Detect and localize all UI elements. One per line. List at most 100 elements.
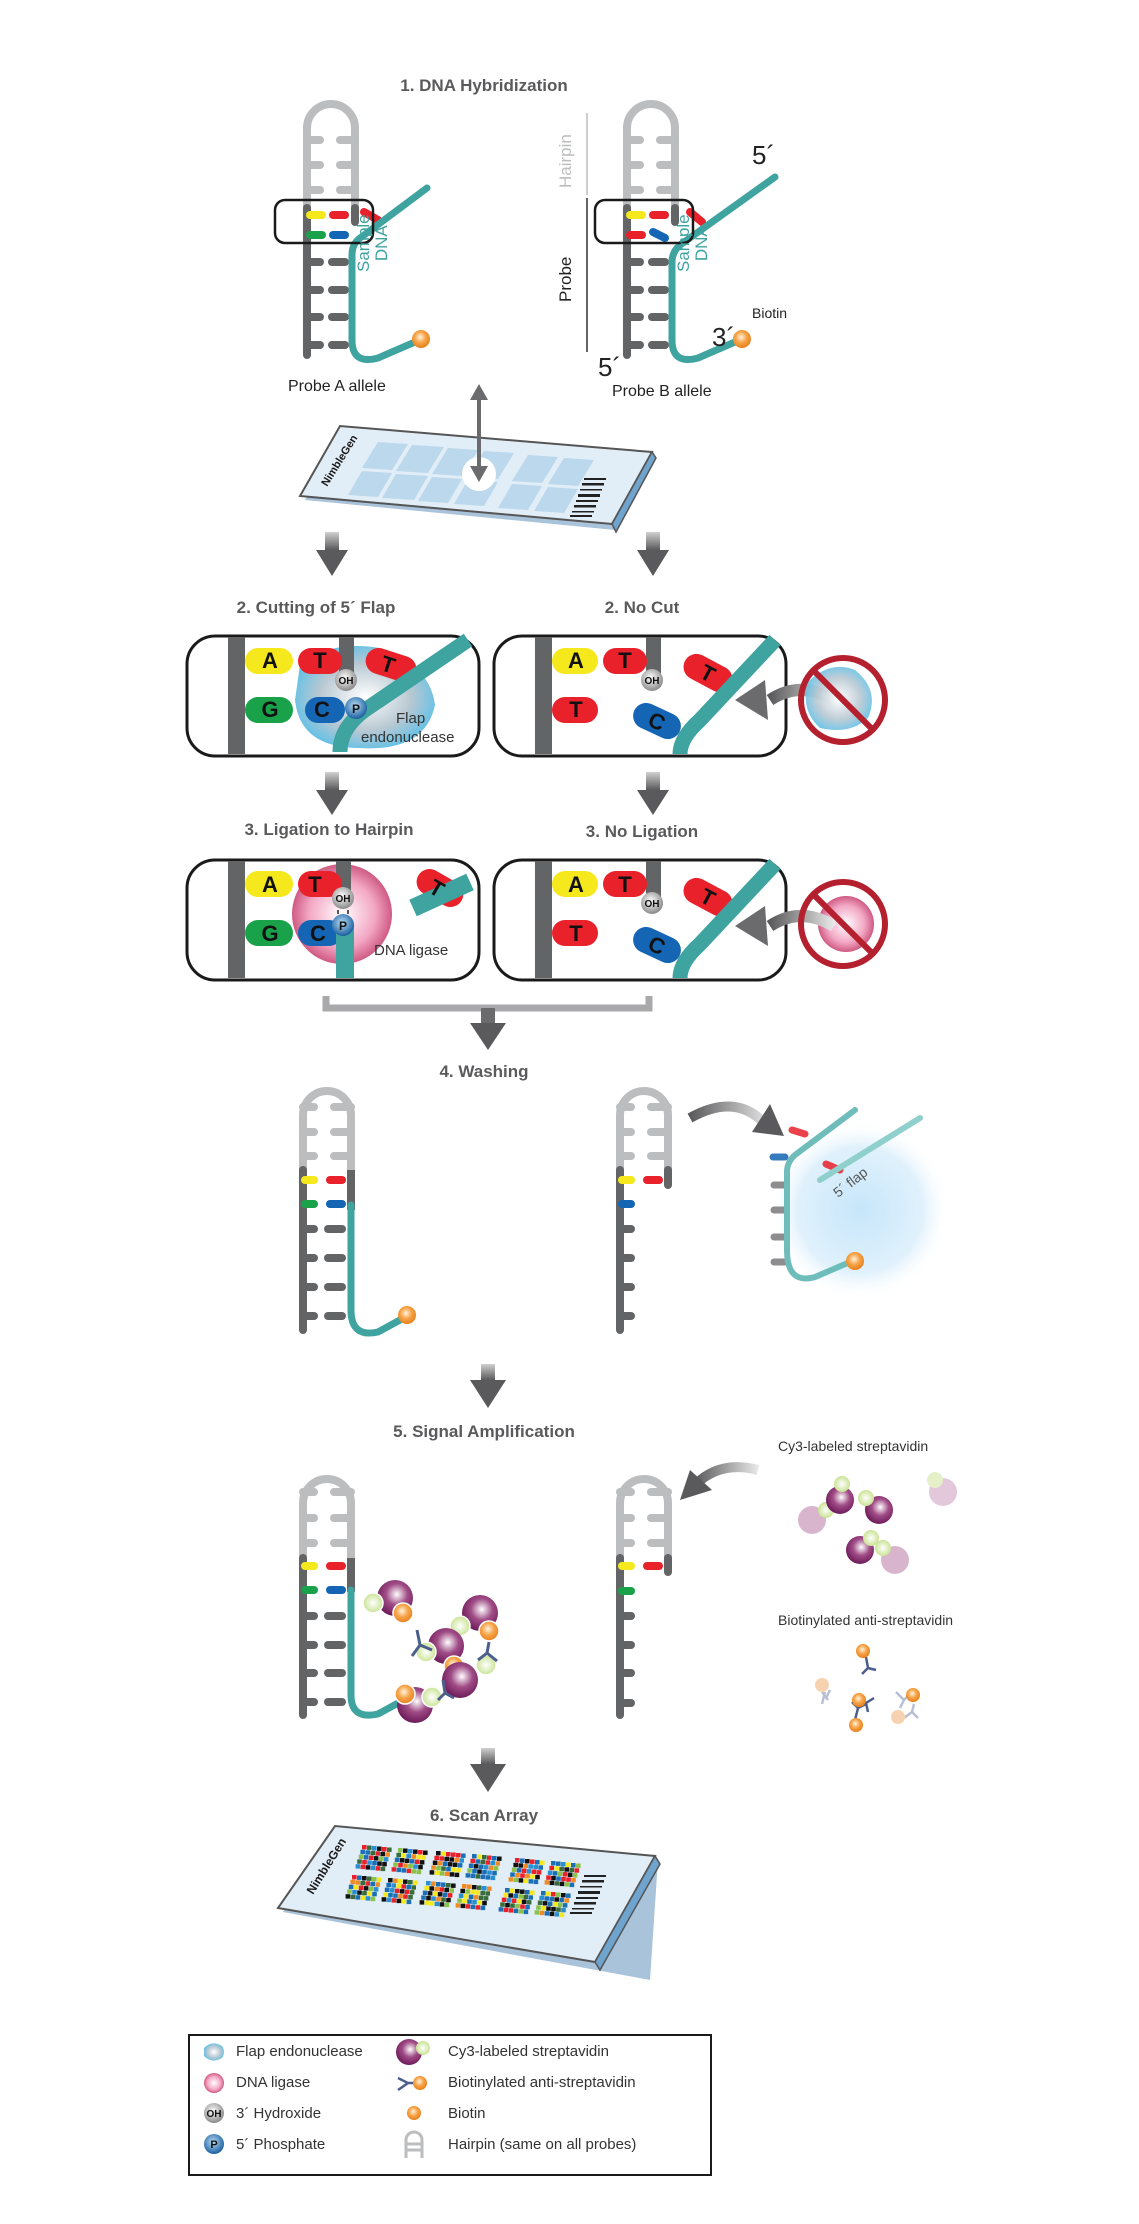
array-spot [515,1903,520,1909]
hairpin-label: Hairpin [556,134,575,188]
array-spot [403,1848,408,1853]
array-spot [482,1869,487,1875]
array-spot [530,1874,535,1879]
array-spot [480,1859,485,1865]
array-spot [432,1891,438,1896]
array-spot [413,1849,418,1854]
flow-arrow [316,532,669,576]
array-spot [403,1879,408,1884]
array-spot [362,1890,367,1896]
array-spot [393,1893,398,1898]
array-spot [370,1865,376,1871]
base-label: C [310,921,326,946]
array-spot [523,1863,528,1869]
array-spot [393,1862,398,1867]
array-spot [441,1851,446,1856]
dna-ligase-label: DNA ligase [374,942,449,959]
array-spot [554,1866,559,1871]
array-spot [437,1892,443,1897]
array-spot [551,1906,556,1912]
step-title: 2. No Cut [604,598,680,617]
array-spot [418,1850,423,1855]
array-spot [454,1872,460,1878]
array-spot [378,1856,384,1861]
array-spot [357,1875,362,1880]
biotin-icon [407,2106,421,2120]
step-title: 4. Washing [439,1062,529,1081]
biotin-icon [412,330,430,348]
array-spot [539,1895,544,1901]
step-title: 3. No Ligation [585,822,699,841]
array-spot [551,1875,556,1881]
array-spot [365,1896,371,1901]
array-spot [508,1877,514,1882]
array-spot [508,1893,513,1898]
array-spot [525,1904,530,1910]
array-spot [488,1865,494,1870]
array-spot [377,1861,382,1866]
array-spot [431,1881,436,1886]
no-cut-panel [492,634,888,758]
array-spot [528,1895,533,1900]
array-spot [436,1896,441,1902]
legend-item: Hairpin (same on all probes) [448,2136,637,2153]
array-spot [431,1865,436,1870]
five-prime-label: 5´ [598,352,622,382]
array-spot [406,1884,411,1890]
array-spot [373,1856,379,1861]
snp-highlight-box [273,198,375,245]
array-spot [549,1896,554,1902]
array-spot [408,1880,413,1885]
array-spot [536,1870,542,1875]
step-title: 5. Signal Amplification [393,1422,575,1441]
array-spot [396,1883,401,1889]
array-spot [559,1897,564,1903]
array-spot [492,1856,497,1861]
array-spot [444,1856,449,1862]
array-spot [544,1880,550,1885]
array-spot [436,1851,441,1856]
array-spot [535,1860,540,1865]
array-spot [419,1900,425,1905]
array-spot [383,1857,389,1862]
array-spot [391,1883,396,1888]
array-spot [358,1885,364,1890]
array-spot [388,1892,393,1898]
array-spot [510,1888,515,1893]
array-spot [360,1880,365,1886]
array-spot [355,1895,361,1900]
array-spot [523,1909,529,1915]
array-spot [521,1899,527,1904]
array-spot [465,1889,470,1894]
array-spot [525,1890,530,1895]
array-spots [345,1845,581,1918]
array-spot [477,1869,482,1874]
array-spot [492,1870,497,1876]
array-spot [513,1862,518,1868]
base-label: G [261,921,278,946]
array-spot [414,1859,420,1864]
array-spot [470,1889,475,1895]
array-spot [477,1885,482,1890]
array-spot [411,1869,417,1874]
array-spot [458,1893,464,1898]
array-spot [350,1894,356,1900]
array-spot [439,1856,444,1861]
array-spot [561,1907,566,1913]
merge-arrow [322,996,653,1050]
array-spot [541,1905,546,1911]
legend-item: 3´ Hydroxide [236,2105,322,2122]
array-spot [472,1885,477,1890]
array-spot [518,1909,524,1914]
array-spot [561,1862,566,1867]
array-spot [528,1879,534,1884]
no-ligation-panel [492,858,888,982]
array-spot [345,1894,351,1899]
array-spot [456,1867,461,1873]
array-spot [566,1893,571,1898]
prohibit-icon [798,655,888,745]
cy3-streptavidin-icon [396,2039,422,2065]
array-spot [472,1899,477,1905]
